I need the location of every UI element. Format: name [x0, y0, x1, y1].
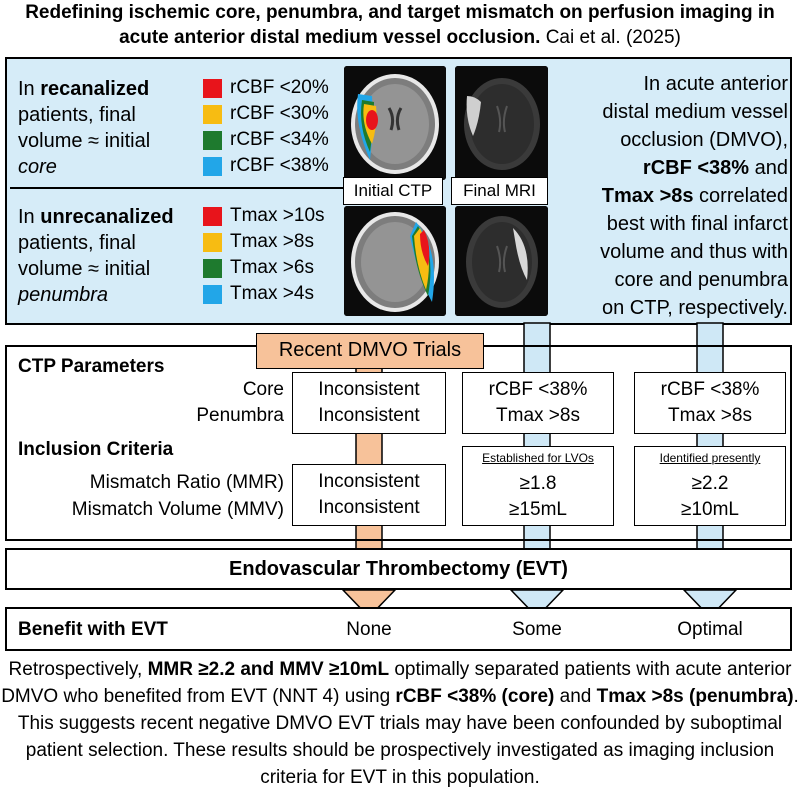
conclusion-text: Retrospectively, MMR ≥2.2 and MMV ≥10mL … — [0, 656, 800, 791]
ctp-present-cell: rCBF <38% Tmax >8s — [634, 372, 786, 434]
cell-value: ≥10mL — [681, 499, 739, 520]
legend-swatch — [203, 284, 222, 304]
inclusion-lvo-cell: Established for LVOs ≥1.8 ≥15mL — [462, 446, 614, 526]
summary-line: core and penumbra — [614, 269, 788, 291]
summary-line: correlated — [693, 185, 788, 207]
legend-item: rCBF <34% — [203, 129, 329, 151]
conclusion-bold: rCBF <38% (core) — [395, 686, 555, 707]
conclusion-part: Retrospectively, — [8, 659, 148, 680]
legend-swatch — [203, 104, 222, 124]
legend-swatch — [203, 232, 222, 252]
legend-label: rCBF <34% — [230, 129, 329, 150]
recanalized-core: core — [18, 156, 57, 178]
legend-swatch — [203, 206, 222, 226]
legend-item: Tmax >6s — [203, 257, 314, 279]
cell-value: Tmax >8s — [496, 405, 580, 426]
legend-swatch — [203, 156, 222, 176]
summary-line: and — [749, 157, 788, 179]
cell-value: Tmax >8s — [668, 405, 752, 426]
summary-line: occlusion (DMVO), — [620, 129, 788, 151]
legend-label: rCBF <20% — [230, 77, 329, 98]
conclusion-part: and — [554, 686, 597, 707]
final-mri-scan-recanalized — [455, 66, 548, 180]
legend-item: rCBF <20% — [203, 77, 329, 99]
summary-line: on CTP, respectively. — [601, 297, 788, 319]
cell-value: Inconsistent — [318, 379, 420, 400]
unrecanalized-line2: patients, final — [18, 232, 136, 254]
ctp-lvo-cell: rCBF <38% Tmax >8s — [462, 372, 614, 434]
benefit-none: None — [346, 619, 392, 640]
unrecanalized-text: In unrecanalized patients, final volume … — [18, 204, 208, 308]
mmv-label: Mismatch Volume (MMV) — [71, 499, 284, 520]
recanalized-bold: recanalized — [40, 78, 150, 100]
legend-item: Tmax >8s — [203, 231, 314, 253]
summary-bold: Tmax >8s — [601, 185, 694, 207]
conclusion-bold: Tmax >8s (penumbra) — [596, 686, 794, 707]
title-citation: Cai et al. (2025) — [540, 27, 681, 48]
cell-value: rCBF <38% — [488, 379, 588, 400]
unrecanalized-penumbra: penumbra — [18, 284, 109, 306]
legend-swatch — [203, 78, 222, 98]
ctp-trials-cell: Inconsistent Inconsistent — [292, 372, 446, 434]
conclusion-bold: MMR ≥2.2 and MMV ≥10mL — [147, 659, 390, 680]
summary-line: distal medium vessel — [602, 101, 788, 123]
inclusion-present-cell: Identified presently ≥2.2 ≥10mL — [634, 446, 786, 526]
legend-swatch — [203, 130, 222, 150]
ctp-parameters-heading: CTP Parameters — [18, 356, 165, 377]
initial-ctp-scan-unrecanalized — [344, 206, 446, 316]
figure-title: Redefining ischemic core, penumbra, and … — [0, 0, 800, 50]
cell-note: Identified presently — [659, 451, 761, 465]
right-summary-text: In acute anterior distal medium vessel o… — [556, 70, 788, 322]
cell-value: Inconsistent — [318, 497, 420, 518]
title-main: Redefining ischemic core, penumbra, and … — [25, 2, 775, 48]
evt-bar: Endovascular Thrombectomy (EVT) — [5, 548, 792, 590]
cell-value: ≥15mL — [509, 499, 567, 520]
benefit-some: Some — [512, 619, 562, 640]
inclusion-criteria-heading: Inclusion Criteria — [18, 439, 174, 460]
legend-label: Tmax >8s — [230, 231, 314, 252]
cell-note: Established for LVOs — [482, 451, 594, 465]
recanalized-line3: volume ≈ initial — [18, 130, 151, 152]
final-mri-scan-unrecanalized — [455, 206, 548, 316]
benefit-row — [5, 607, 792, 651]
section-divider — [10, 187, 350, 189]
initial-ctp-scan-recanalized — [344, 66, 446, 180]
cell-value: Inconsistent — [318, 405, 420, 426]
cell-value: ≥2.2 — [691, 473, 729, 494]
core-label: Core — [242, 379, 284, 400]
unrecanalized-line3: volume ≈ initial — [18, 258, 151, 280]
legend-swatch — [203, 258, 222, 278]
cell-value: ≥1.8 — [519, 473, 557, 494]
recanalized-pre: In — [18, 78, 41, 100]
recent-trials-label: Recent DMVO Trials — [256, 333, 484, 369]
benefit-optimal: Optimal — [677, 619, 743, 640]
initial-ctp-label: Initial CTP — [343, 177, 443, 205]
legend-item: rCBF <30% — [203, 103, 329, 125]
legend-label: rCBF <38% — [230, 155, 329, 176]
cell-value: rCBF <38% — [660, 379, 760, 400]
summary-line: volume and thus with — [600, 241, 788, 263]
conclusion-part: optimally separated patients with acute … — [1, 659, 792, 707]
inclusion-trials-cell: Inconsistent Inconsistent — [292, 464, 446, 526]
penumbra-label: Penumbra — [196, 405, 284, 426]
legend-label: rCBF <30% — [230, 103, 329, 124]
summary-line: best with final infarct — [606, 213, 788, 235]
legend-label: Tmax >6s — [230, 257, 314, 278]
legend-item: Tmax >10s — [203, 205, 325, 227]
benefit-label: Benefit with EVT — [18, 619, 168, 640]
legend-label: Tmax >4s — [230, 283, 314, 304]
recanalized-text: In recanalized patients, final volume ≈ … — [18, 76, 208, 180]
legend-item: Tmax >4s — [203, 283, 314, 305]
legend-item: rCBF <38% — [203, 155, 329, 177]
summary-line: In acute anterior — [643, 73, 788, 95]
recanalized-line2: patients, final — [18, 104, 136, 126]
conclusion-part: . This suggests recent negative DMVO EVT… — [17, 686, 799, 788]
cell-value: Inconsistent — [318, 471, 420, 492]
mmr-label: Mismatch Ratio (MMR) — [89, 472, 284, 493]
legend-label: Tmax >10s — [230, 205, 325, 226]
final-mri-label: Final MRI — [451, 177, 548, 205]
unrecanalized-pre: In — [18, 206, 41, 228]
unrecanalized-bold: unrecanalized — [40, 206, 174, 228]
summary-bold: rCBF <38% — [642, 157, 750, 179]
